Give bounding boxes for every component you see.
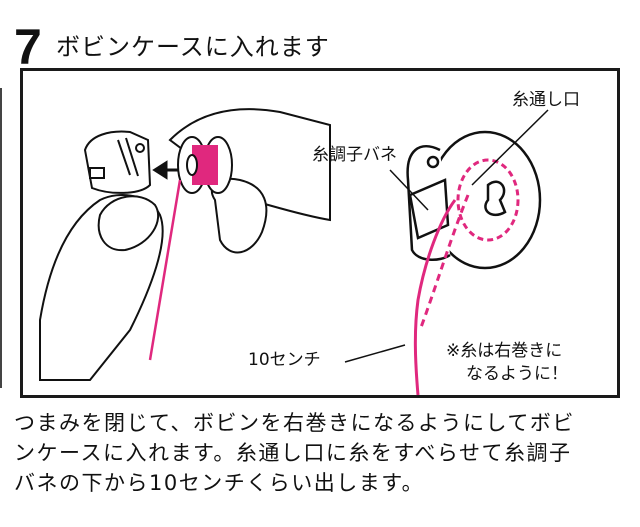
instruction-line-3: バネの下から10センチくらい出します。 [14,471,425,495]
bobbin-case-right-icon [406,130,542,270]
left-hand-icon [39,194,164,381]
instruction-line-2: ンケースに入れます。糸通し口に糸をすべらせて糸調子 [14,441,572,465]
label-thread-length: 10センチ [248,350,321,370]
bobbin-illustration [39,108,549,396]
thread-left [148,179,182,361]
instruction-text: つまみを閉じて、ボビンを右巻きになるようにしてボビ ンケースに入れます。糸通し口… [14,408,626,498]
instruction-line-1: つまみを閉じて、ボビンを右巻きになるようにしてボビ [14,411,575,435]
bobbin-case-left-icon [83,130,152,194]
step-number: 7 [14,19,42,75]
label-tension-spring: 糸調子バネ [312,145,397,165]
bobbin-icon [177,136,233,194]
thread-right-dashed [418,194,470,331]
label-winding-note: ※糸は右巻きに なるように！ [446,340,568,386]
thread-right [413,199,457,396]
note-line-2: なるように！ [466,363,568,384]
label-thread-slot: 糸通し口 [512,90,580,110]
bobbin-inside [456,158,520,242]
page-margin-rule [0,88,2,388]
right-hand-icon [168,108,331,254]
step-title: ボビンケースに入れます [56,33,330,61]
note-line-1: ※糸は右巻きに [446,341,563,361]
